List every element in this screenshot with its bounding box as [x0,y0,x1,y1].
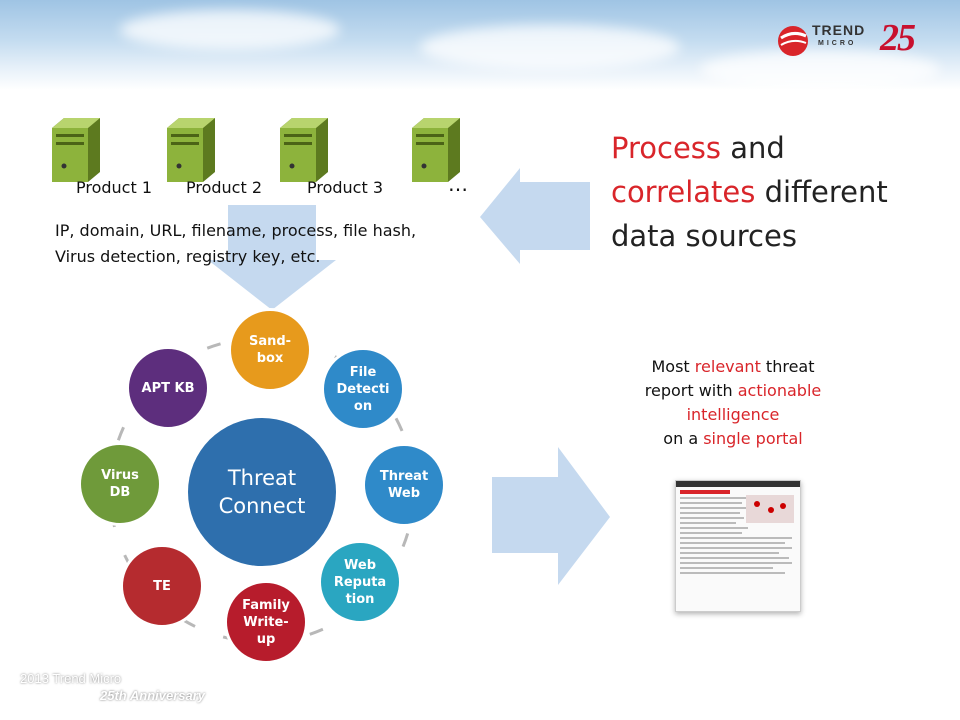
hub-node-sandbox: Sand- box [228,308,312,392]
highlight-word: intelligence [686,405,780,424]
report-text: Most [651,357,695,376]
heading-text: data sources [611,219,797,253]
hub-node-family-writeup: Family Write- up [224,580,308,664]
node-label: Sand- box [248,334,292,366]
anniversary-25-mark: 25 [880,17,916,59]
cloud [700,50,940,90]
hub-node-web-reputation: Web Reputa tion [318,540,402,624]
hub-node-file-detection: File Detecti on [321,347,405,431]
highlight-word: correlates [611,175,756,209]
report-text: threat [760,357,815,376]
data-sources-line: IP, domain, URL, filename, process, file… [55,221,417,240]
node-label: Threat Web [379,469,429,501]
hub-title-line: Connect [218,494,306,518]
hub-title-line: Threat [227,466,297,490]
highlight-word: relevant [694,357,761,376]
cloud [420,25,680,70]
process-correlates-heading: Process and correlates different data so… [611,126,931,258]
node-label: APT KB [141,380,195,396]
heading-text: different [755,175,888,209]
highlight-word: actionable [737,381,822,400]
hub-node-threat-web: Threat Web [362,443,446,527]
portal-report-thumbnail [675,480,801,612]
server-icon [167,118,215,182]
logo-brand-top: TREND [812,22,866,38]
report-text: on a [663,429,704,448]
report-text: report with [644,381,738,400]
product-label: Product 3 [307,178,384,197]
product-label: Product 2 [186,178,263,197]
server-icon [412,118,460,182]
heading-text: and [721,131,785,165]
right-arrow [492,447,610,585]
footer-anniversary: 25th Anniversary [100,688,206,703]
node-label: File Detecti on [336,364,390,414]
hub-node-apt-kb: APT KB [126,346,210,430]
trend-micro-logo: TREND MICRO 25 [776,17,926,62]
node-label: Family Write- up [242,597,290,647]
node-label: Web Reputa tion [333,557,387,607]
hub-node-te: TE [120,544,204,628]
server-icon [280,118,328,182]
data-sources-description: IP, domain, URL, filename, process, file… [55,218,495,270]
left-arrow [480,168,590,264]
trend-micro-ball-icon [778,26,808,56]
threat-connect-hub: Threat Connect [188,418,336,566]
product-label: Product 1 [76,178,153,197]
logo-brand-bottom: MICRO [818,40,857,47]
data-sources-line: Virus detection, registry key, etc. [55,247,321,266]
server-icon [52,118,100,182]
highlight-word: Process [611,131,722,165]
highlight-word: single portal [703,429,803,448]
report-description: Most relevant threat report with actiona… [603,355,863,451]
product-label-ellipsis: … [448,172,468,196]
servers-layer [52,118,460,182]
cloud [120,10,340,50]
node-label: Virus DB [101,468,139,500]
footer-copyright: 2013 Trend Micro [20,671,122,686]
down-arrow [208,205,336,310]
hub-node-virus-db: Virus DB [78,442,162,526]
node-label: TE [153,578,171,594]
